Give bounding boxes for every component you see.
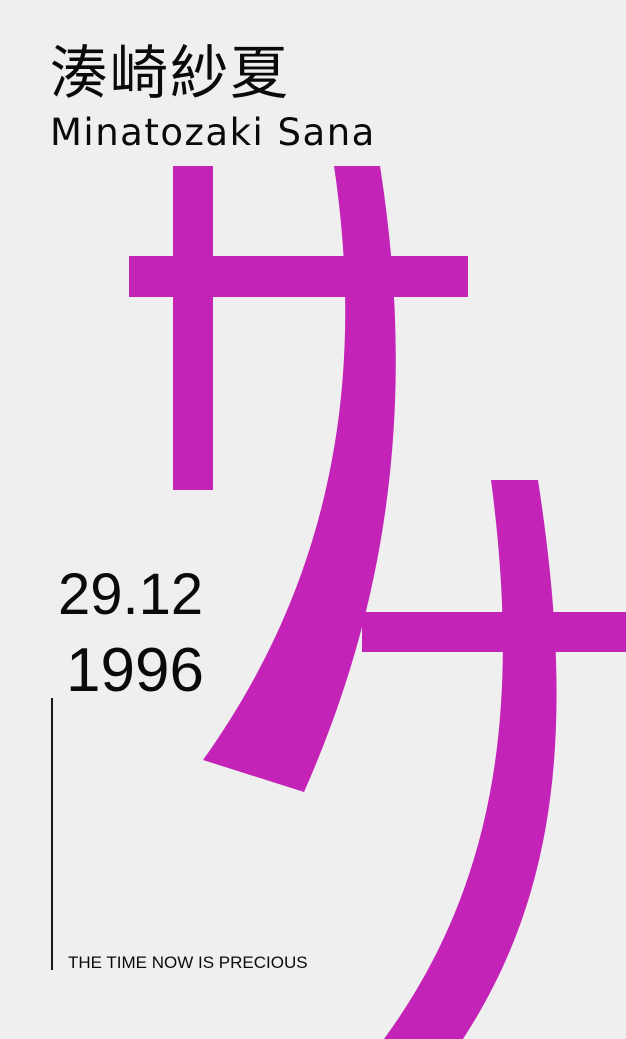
tagline: THE TIME NOW IS PRECIOUS: [68, 953, 308, 972]
glyph-stroke-lower-sweep: [384, 480, 557, 1039]
glyph-stroke-sweep: [203, 166, 396, 792]
name-japanese: 湊崎紗夏: [50, 39, 291, 107]
name-romaji: Minatozaki Sana: [50, 111, 376, 154]
birthdate-day-month: 29.12: [58, 562, 204, 627]
glyph-stroke-bar: [129, 256, 468, 297]
birthdate-year: 1996: [66, 636, 204, 705]
glyph-stroke-lower-bar: [362, 612, 626, 652]
glyph-stroke-left: [173, 166, 213, 490]
vertical-divider: [51, 698, 53, 970]
